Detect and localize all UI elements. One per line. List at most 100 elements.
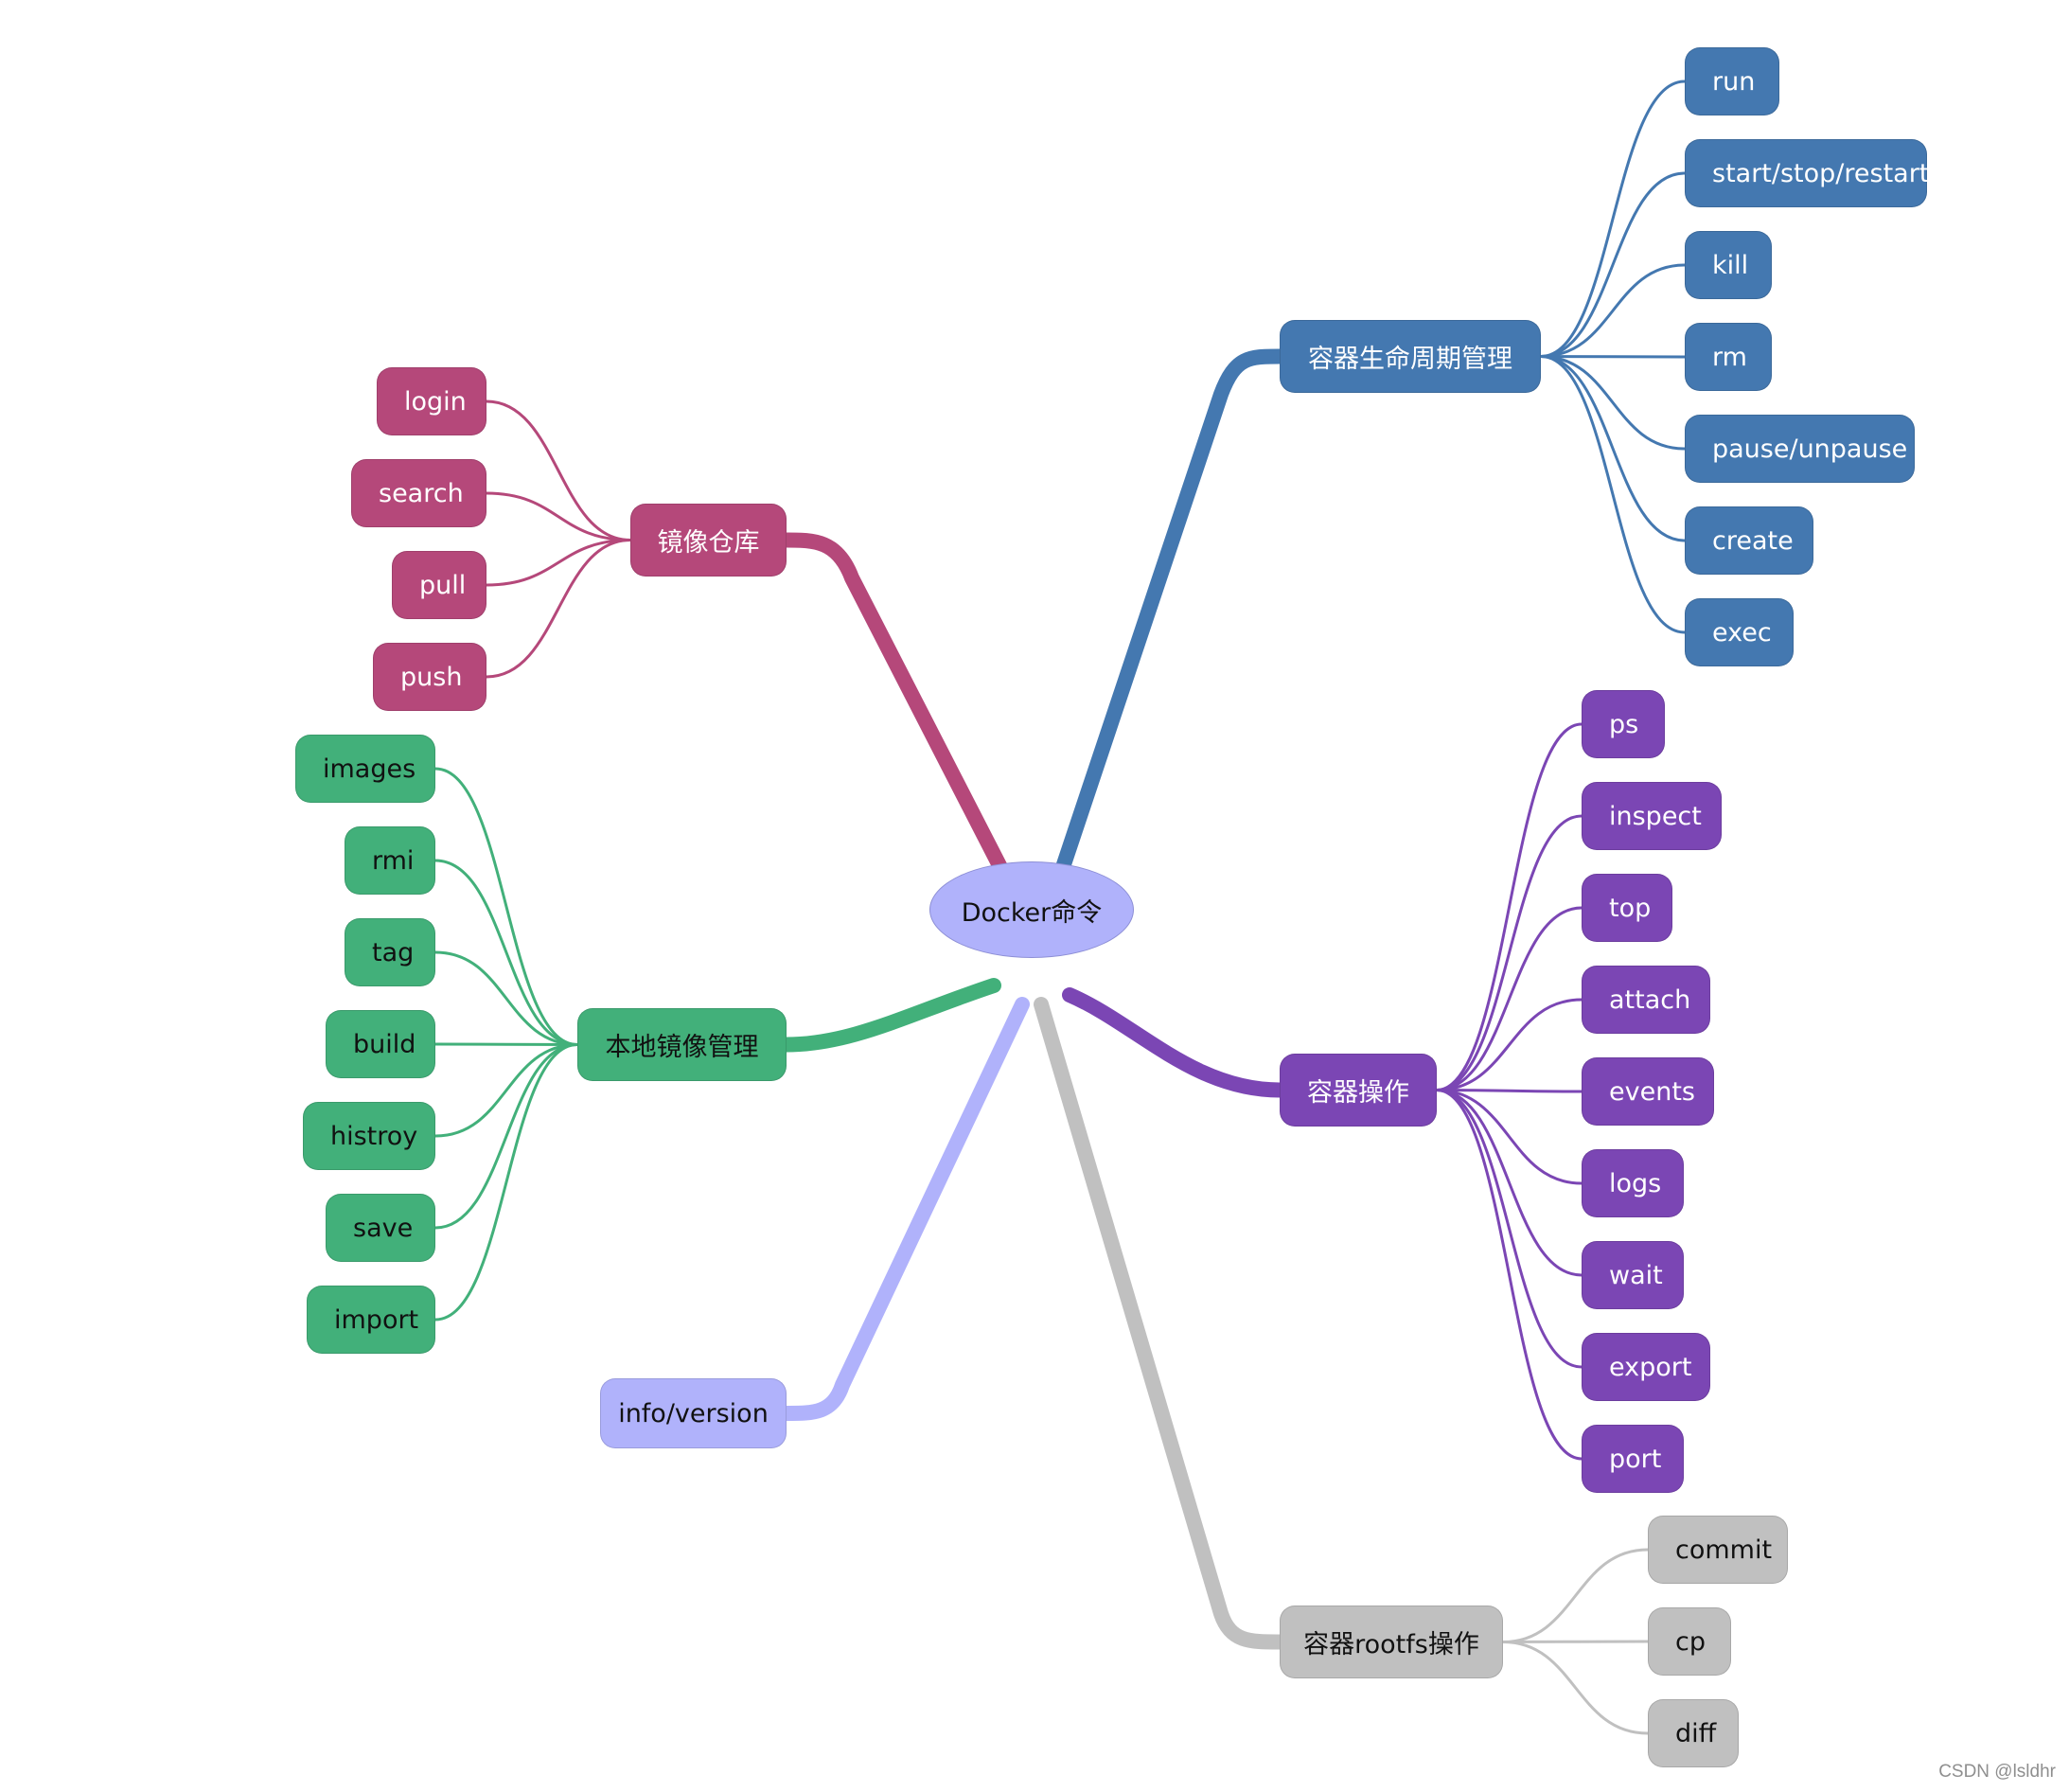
leaf-diff-label: diff — [1675, 1718, 1717, 1748]
watermark: CSDN @lsldhr — [1938, 1762, 2056, 1782]
leaf-tag-label: tag — [372, 937, 415, 967]
twig-container-rootfs-0 — [1501, 1548, 1650, 1643]
twig-container-ops-6 — [1435, 1089, 1583, 1277]
leaf-port-label: port — [1609, 1444, 1662, 1474]
leaf-wait[interactable]: wait — [1582, 1241, 1684, 1309]
leaf-start-stop-restart-label: start/stop/restart — [1712, 158, 1930, 188]
leaf-pull[interactable]: pull — [392, 551, 486, 619]
leaf-pause-unpause[interactable]: pause/unpause — [1685, 415, 1915, 483]
leaf-exec[interactable]: exec — [1685, 598, 1794, 666]
trunk-container-lifecycle — [1041, 348, 1287, 917]
twig-container-lifecycle-0 — [1539, 80, 1687, 358]
trunk-local-images — [779, 978, 1001, 1053]
leaf-kill-label: kill — [1712, 250, 1749, 280]
branch-container-rootfs-label: 容器rootfs操作 — [1303, 1630, 1479, 1659]
twig-container-rootfs-1 — [1501, 1640, 1650, 1643]
twig-container-lifecycle-5 — [1539, 355, 1687, 542]
leaf-histroy[interactable]: histroy — [303, 1102, 435, 1170]
leaf-search[interactable]: search — [351, 459, 486, 527]
trunk-info-version — [779, 997, 1030, 1421]
leaf-ps[interactable]: ps — [1582, 690, 1665, 758]
twig-image-registry-2 — [485, 539, 632, 587]
leaf-rmi-label: rmi — [372, 845, 415, 876]
branch-container-ops-label: 容器操作 — [1307, 1078, 1409, 1108]
leaf-run[interactable]: run — [1685, 47, 1779, 115]
leaf-images-label: images — [323, 754, 416, 784]
leaf-logs[interactable]: logs — [1582, 1149, 1684, 1217]
leaf-images[interactable]: images — [295, 735, 435, 803]
twig-local-images-5 — [433, 1043, 579, 1230]
branch-image-registry-label: 镜像仓库 — [657, 528, 760, 558]
twig-image-registry-0 — [485, 399, 632, 541]
twig-container-lifecycle-4 — [1539, 355, 1687, 451]
branch-image-registry[interactable]: 镜像仓库 — [630, 504, 787, 577]
twig-container-rootfs-2 — [1501, 1641, 1650, 1735]
leaf-kill[interactable]: kill — [1685, 231, 1772, 299]
leaf-inspect-label: inspect — [1609, 801, 1702, 831]
twig-container-ops-3 — [1435, 998, 1583, 1091]
twig-container-lifecycle-3 — [1539, 355, 1687, 359]
leaf-attach[interactable]: attach — [1582, 966, 1710, 1034]
leaf-import[interactable]: import — [307, 1286, 435, 1354]
branch-container-lifecycle-label: 容器生命周期管理 — [1308, 345, 1512, 374]
twig-container-ops-8 — [1435, 1089, 1583, 1461]
leaf-pull-label: pull — [419, 570, 467, 600]
leaf-commit-label: commit — [1675, 1535, 1773, 1565]
leaf-push[interactable]: push — [373, 643, 486, 711]
leaf-events-label: events — [1609, 1076, 1695, 1107]
branch-local-images[interactable]: 本地镜像管理 — [577, 1008, 787, 1081]
leaf-rm[interactable]: rm — [1685, 323, 1772, 391]
leaf-top-label: top — [1609, 893, 1652, 923]
twig-local-images-3 — [433, 1042, 579, 1046]
leaf-start-stop-restart[interactable]: start/stop/restart — [1685, 139, 1930, 207]
trunk-container-rootfs — [1034, 997, 1287, 1650]
twig-container-ops-1 — [1435, 814, 1583, 1091]
leaf-pause-unpause-label: pause/unpause — [1712, 434, 1908, 464]
leaf-push-label: push — [400, 662, 463, 692]
leaf-top[interactable]: top — [1582, 874, 1672, 942]
twig-local-images-4 — [433, 1043, 579, 1138]
twig-image-registry-3 — [485, 539, 632, 679]
branch-container-rootfs[interactable]: 容器rootfs操作 — [1280, 1606, 1503, 1678]
leaf-diff[interactable]: diff — [1648, 1699, 1739, 1767]
leaf-rmi[interactable]: rmi — [345, 826, 435, 895]
leaf-inspect[interactable]: inspect — [1582, 782, 1722, 850]
twig-local-images-1 — [433, 859, 579, 1046]
twig-container-ops-5 — [1435, 1089, 1583, 1185]
leaf-ps-label: ps — [1609, 709, 1639, 739]
twig-container-ops-2 — [1435, 906, 1583, 1091]
branch-local-images-label: 本地镜像管理 — [605, 1033, 759, 1062]
twig-container-ops-0 — [1435, 722, 1583, 1091]
leaf-port[interactable]: port — [1582, 1425, 1684, 1493]
branch-info-version[interactable]: info/version — [600, 1378, 787, 1448]
leaf-build[interactable]: build — [326, 1010, 435, 1078]
leaf-exec-label: exec — [1712, 617, 1772, 648]
center-node-label: Docker命令 — [961, 897, 1103, 928]
leaf-build-label: build — [353, 1029, 416, 1059]
branch-container-ops[interactable]: 容器操作 — [1280, 1054, 1437, 1127]
leaf-events[interactable]: events — [1582, 1057, 1714, 1126]
leaf-search-label: search — [379, 478, 464, 508]
branch-container-lifecycle[interactable]: 容器生命周期管理 — [1280, 320, 1541, 393]
leaf-attach-label: attach — [1609, 985, 1691, 1015]
leaf-tag[interactable]: tag — [345, 918, 435, 986]
trunk-container-ops — [1062, 987, 1287, 1098]
leaf-login[interactable]: login — [377, 367, 486, 435]
leaf-rm-label: rm — [1712, 342, 1747, 372]
leaf-login-label: login — [404, 386, 467, 417]
leaf-save-label: save — [353, 1213, 414, 1243]
twig-local-images-0 — [433, 767, 579, 1046]
leaf-run-label: run — [1712, 66, 1756, 97]
leaf-commit[interactable]: commit — [1648, 1516, 1788, 1584]
twig-local-images-2 — [433, 950, 579, 1046]
leaf-save[interactable]: save — [326, 1194, 435, 1262]
leaf-export[interactable]: export — [1582, 1333, 1710, 1401]
leaf-import-label: import — [334, 1304, 419, 1335]
leaf-cp[interactable]: cp — [1648, 1607, 1731, 1676]
center-node[interactable]: Docker命令 — [929, 861, 1134, 958]
twig-container-lifecycle-6 — [1539, 355, 1687, 634]
twig-image-registry-1 — [485, 491, 632, 541]
leaf-create[interactable]: create — [1685, 506, 1813, 575]
